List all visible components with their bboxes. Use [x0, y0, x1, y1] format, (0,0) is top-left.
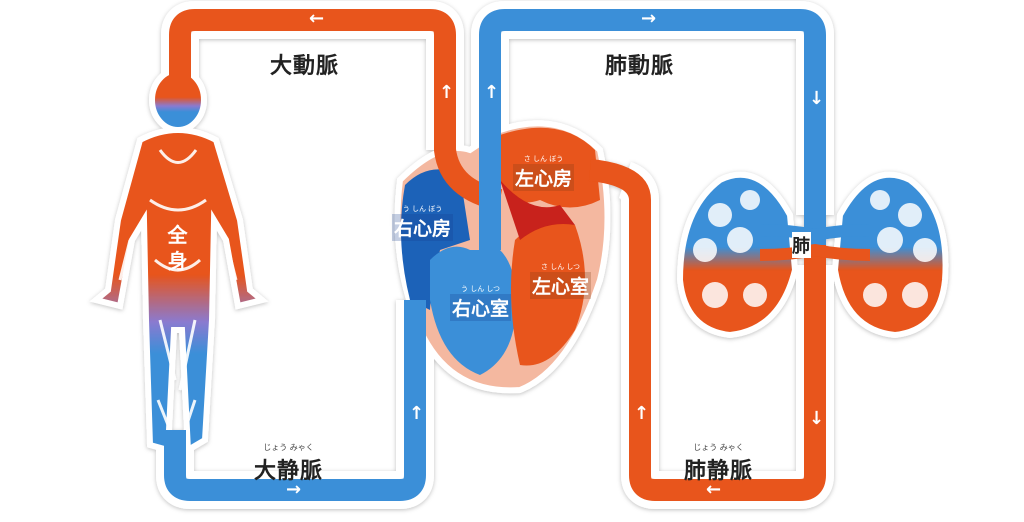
vena-cava-vessel [164, 300, 426, 501]
arrow-up-icon: ↑ [439, 82, 455, 103]
arrow-up-icon: ↑ [484, 82, 500, 103]
label-left-ventricle: さ しん しつ左心室 [530, 263, 592, 299]
arrow-down-icon: ↓ [809, 88, 825, 109]
label-pulmonary-vein: じょう みゃく肺静脈 [684, 443, 754, 484]
arrow-right-icon: → [641, 8, 657, 29]
label-vena-cava: じょう みゃく大静脈 [254, 443, 324, 484]
pulmonary-artery-vessel [479, 9, 826, 250]
arrow-left-icon: ← [706, 479, 722, 500]
arrow-left-icon: ← [309, 8, 325, 29]
label-lung: 肺 [792, 232, 811, 258]
arrow-down-icon: ↓ [809, 408, 825, 429]
label-right-atrium: う しん ぼう右心房 [392, 205, 454, 241]
label-left-atrium: さ しん ぼう左心房 [513, 155, 575, 191]
arrow-up-icon: ↑ [409, 403, 425, 424]
label-aorta: 大動脈 [270, 54, 340, 79]
label-whole-body: 全身 [167, 223, 189, 273]
aorta-vessel [169, 9, 503, 211]
label-pulmonary-artery: 肺動脈 [605, 54, 675, 79]
heart [394, 120, 611, 394]
arrow-right-icon: → [286, 479, 302, 500]
label-right-ventricle: う しん しつ右心室 [450, 285, 512, 321]
arrow-up-icon: ↑ [634, 403, 650, 424]
pulmonary-vein-vessel [588, 159, 826, 501]
